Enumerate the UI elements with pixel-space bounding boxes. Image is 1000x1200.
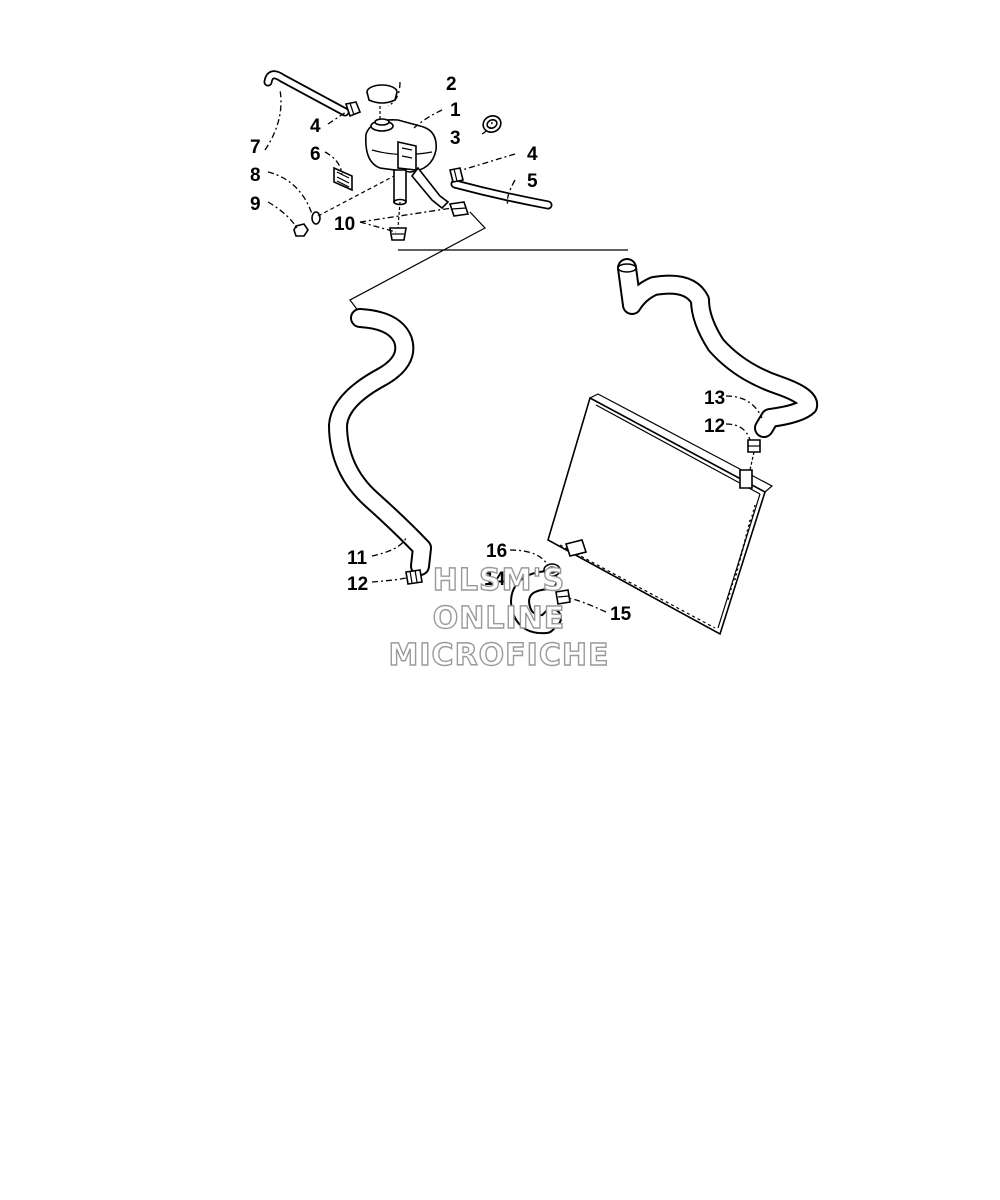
hose-14 bbox=[510, 570, 562, 635]
hose-11 bbox=[328, 308, 432, 576]
callout-11: 11 bbox=[347, 548, 368, 569]
clamp-4-right bbox=[449, 167, 464, 183]
mounting-stud-line bbox=[317, 175, 395, 217]
callout-4-left: 4 bbox=[310, 116, 321, 137]
coolant-tank-1 bbox=[364, 118, 450, 210]
washer-8 bbox=[311, 211, 321, 225]
watermark-line-3: MICROFICHE bbox=[389, 638, 610, 673]
filler-neck bbox=[370, 118, 394, 132]
callout-1: 1 bbox=[450, 100, 461, 121]
callout-7: 7 bbox=[250, 137, 261, 158]
callout-2: 2 bbox=[446, 74, 457, 95]
callout-12-right: 12 bbox=[704, 416, 725, 437]
spigot-guide bbox=[397, 201, 401, 229]
overflow-hose-7 bbox=[263, 70, 350, 117]
callout-13: 13 bbox=[704, 388, 725, 409]
clamp-16 bbox=[543, 563, 561, 577]
callout-12-left: 12 bbox=[347, 574, 368, 595]
clamp-10-right bbox=[448, 201, 470, 217]
radiator bbox=[547, 393, 774, 636]
hose-13 bbox=[617, 258, 819, 438]
watermark-line-2: ONLINE bbox=[433, 601, 566, 636]
callout-15: 15 bbox=[610, 604, 632, 625]
watermark-line-1: HLSM'S bbox=[433, 563, 565, 598]
clamp-4-upper bbox=[344, 101, 362, 118]
clamp-10-lower bbox=[389, 227, 407, 241]
leader-lines bbox=[264, 81, 763, 613]
callout-10: 10 bbox=[334, 214, 355, 235]
decal-6 bbox=[333, 166, 353, 192]
hose-13-guide bbox=[749, 451, 755, 471]
callout-6: 6 bbox=[310, 144, 321, 165]
connection-guide-line bbox=[349, 211, 486, 317]
callout-4-right: 4 bbox=[527, 144, 538, 165]
cap-2 bbox=[366, 84, 398, 120]
hose-5 bbox=[450, 179, 553, 210]
callout-labels: 2 1 3 4 4 5 6 7 8 9 10 11 12 13 12 16 14… bbox=[250, 74, 725, 625]
callout-8: 8 bbox=[250, 165, 261, 186]
callout-3: 3 bbox=[450, 128, 461, 149]
callout-5: 5 bbox=[527, 171, 538, 192]
clamp-15 bbox=[555, 589, 571, 605]
clamp-12-left bbox=[405, 569, 423, 585]
nut-9 bbox=[293, 223, 309, 237]
callout-16: 16 bbox=[486, 541, 507, 562]
watermark: HLSM'S ONLINE MICROFICHE bbox=[388, 562, 610, 673]
callout-9: 9 bbox=[250, 194, 261, 215]
callout-14: 14 bbox=[484, 569, 506, 590]
clamp-12-right bbox=[747, 439, 761, 453]
